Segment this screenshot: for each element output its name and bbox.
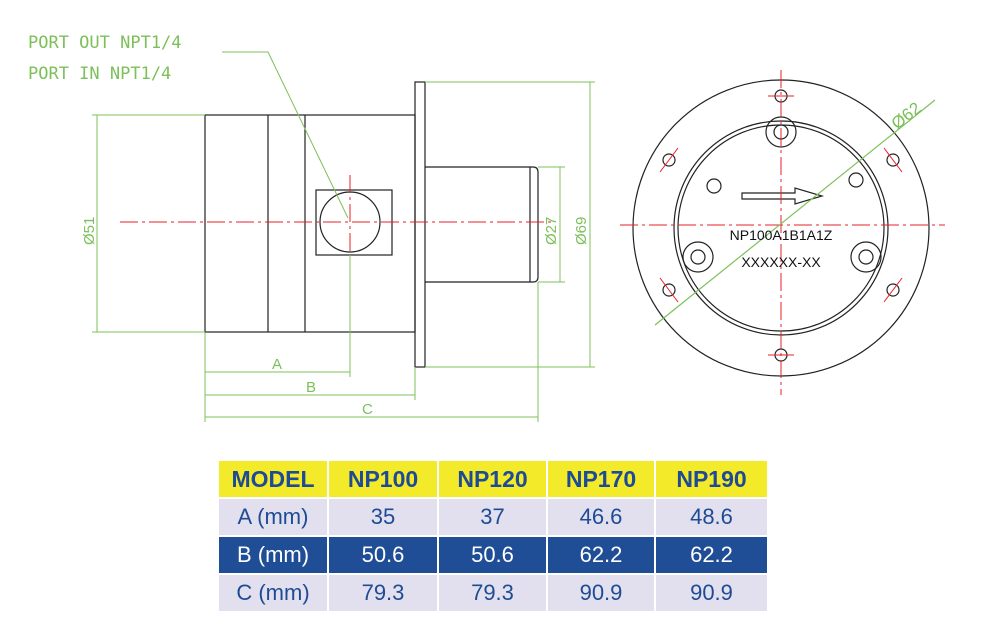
table-header-row: MODEL NP100 NP120 NP170 NP190 (219, 461, 767, 497)
dim-b: B (306, 379, 316, 396)
table-cell: 79.3 (329, 575, 437, 611)
shaft-housing (425, 166, 539, 283)
table-row: A (mm) 35 37 46.6 48.6 (219, 499, 767, 535)
dim-d51: Ø51 (81, 217, 98, 245)
dim-c: C (362, 401, 373, 418)
table-cell: 35 (329, 499, 437, 535)
table-cell: 48.6 (656, 499, 767, 535)
table-cell: 50.6 (439, 537, 546, 573)
nameplate-serial: XXXXXX-XX (741, 254, 821, 270)
table-cell: 50.6 (329, 537, 437, 573)
pump-body (204, 114, 416, 333)
mounting-flange (414, 81, 426, 368)
row-label: B (mm) (219, 537, 327, 573)
table-cell: 90.9 (656, 575, 767, 611)
dim-a: A (272, 356, 282, 373)
header-cell: NP190 (656, 461, 767, 497)
dim-d62: Ø62 (888, 98, 925, 133)
dimension-table: MODEL NP100 NP120 NP170 NP190 A (mm) 35 … (217, 459, 769, 613)
port-in-label: PORT IN NPT1/4 (28, 64, 171, 84)
d62-leader (654, 99, 936, 326)
front-centerlines (620, 70, 945, 395)
header-cell: NP170 (548, 461, 654, 497)
dim-d27: Ø27 (543, 217, 560, 245)
header-cell: NP100 (329, 461, 437, 497)
side-view (204, 81, 539, 368)
dimension-lines (92, 51, 595, 422)
dim-d69: Ø69 (573, 217, 590, 245)
table-cell: 62.2 (656, 537, 767, 573)
port-out-label: PORT OUT NPT1/4 (28, 33, 182, 53)
nameplate-model-code: NP100A1B1A1Z (730, 227, 833, 243)
table-cell: 79.3 (439, 575, 546, 611)
row-label: A (mm) (219, 499, 327, 535)
table-row: C (mm) 79.3 79.3 90.9 90.9 (219, 575, 767, 611)
table-cell: 62.2 (548, 537, 654, 573)
table-cell: 46.6 (548, 499, 654, 535)
table-row: B (mm) 50.6 50.6 62.2 62.2 (219, 537, 767, 573)
flow-direction-arrow-icon (741, 187, 825, 205)
centerlines (120, 175, 555, 375)
table-cell: 37 (439, 499, 546, 535)
table-cell: 90.9 (548, 575, 654, 611)
row-label: C (mm) (219, 575, 327, 611)
header-cell: MODEL (219, 461, 327, 497)
header-cell: NP120 (439, 461, 546, 497)
